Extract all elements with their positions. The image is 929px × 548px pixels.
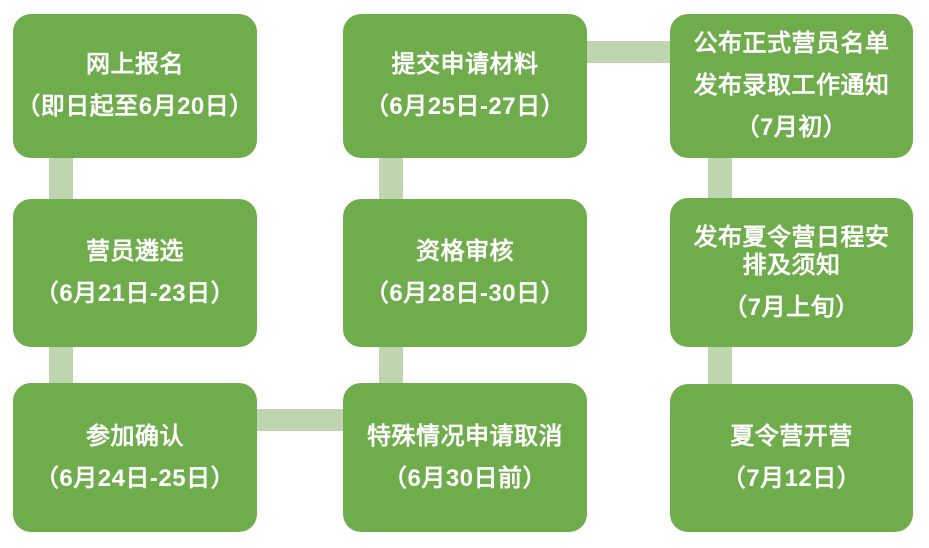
- flow-step-special-cancellation: 特殊情况申请取消 （6月30日前）: [343, 383, 587, 532]
- connector-list-to-schedule: [708, 157, 732, 199]
- step-date: （6月21日-23日）: [34, 280, 236, 307]
- step-date: （6月30日前）: [382, 464, 548, 492]
- flow-step-camp-opening: 夏令营开营 （7月12日）: [670, 384, 913, 532]
- step-title: 夏令营开营: [730, 423, 853, 450]
- connector-materials-to-list: [586, 41, 671, 63]
- flow-step-submit-application-materials: 提交申请材料 （6月25日-27日）: [343, 14, 587, 158]
- flow-step-announce-camper-list: 公布正式营员名单 发布录取工作通知 （7月初）: [670, 14, 913, 158]
- connector-registration-to-selection: [49, 157, 73, 200]
- flow-step-online-registration: 网上报名 （即日起至6月20日）: [13, 14, 257, 158]
- step-title: 资格审核: [416, 238, 514, 265]
- step-date: （6月28日-30日）: [364, 280, 566, 307]
- step-title: 营员遴选: [86, 238, 184, 265]
- step-date: （6月25日-27日）: [364, 93, 566, 120]
- step-title: 参加确认: [86, 422, 184, 450]
- flow-step-qualification-review: 资格审核 （6月28日-30日）: [343, 199, 587, 347]
- connector-schedule-to-opening: [708, 346, 732, 385]
- step-date: （6月24日-25日）: [34, 464, 236, 492]
- connector-materials-to-review: [379, 157, 403, 200]
- connector-review-to-cancellation: [379, 346, 403, 384]
- step-title: 网上报名: [86, 51, 184, 78]
- connector-selection-to-confirmation: [49, 346, 73, 384]
- step-title-line1: 公布正式营员名单: [693, 30, 890, 57]
- step-title-line2: 排及须知: [742, 251, 841, 279]
- step-date: （即日起至6月20日）: [16, 93, 254, 120]
- connector-confirmation-to-cancellation: [256, 409, 344, 431]
- step-title-line1: 发布夏令营日程安: [693, 223, 890, 251]
- step-date: （7月12日）: [721, 465, 862, 492]
- flow-step-participation-confirmation: 参加确认 （6月24日-25日）: [13, 383, 257, 532]
- step-title-line2: 发布录取工作通知: [693, 72, 890, 99]
- flow-step-publish-schedule: 发布夏令营日程安 排及须知 （7月上旬）: [670, 198, 913, 347]
- step-title: 特殊情况申请取消: [367, 422, 563, 450]
- step-date: （7月上旬）: [723, 293, 860, 321]
- step-date: （7月初）: [735, 114, 848, 141]
- step-title: 提交申请材料: [391, 51, 539, 78]
- flow-step-camper-selection: 营员遴选 （6月21日-23日）: [13, 199, 257, 347]
